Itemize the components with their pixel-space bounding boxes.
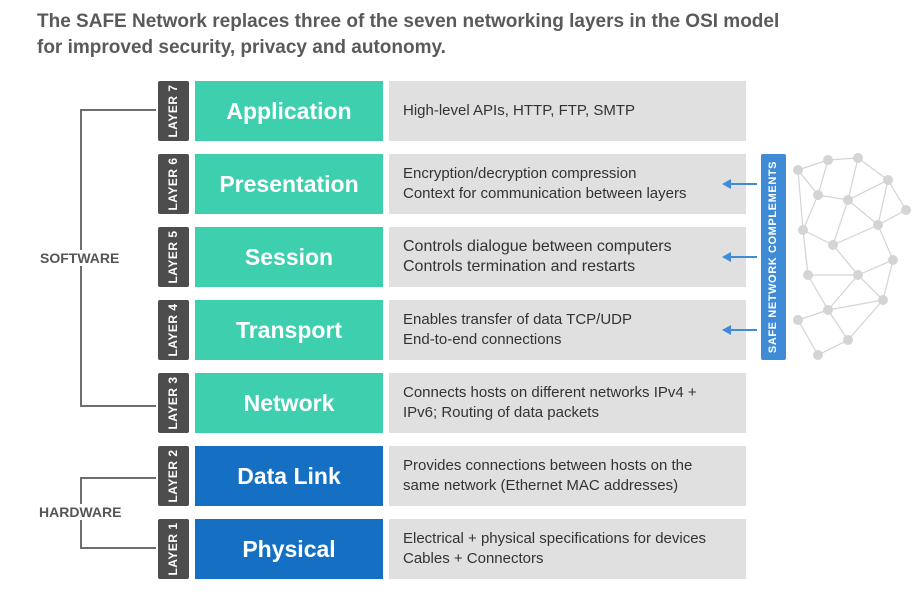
layer-number: LAYER 2 [166, 449, 180, 503]
layer-number: LAYER 1 [166, 522, 180, 576]
layer-tab: LAYER 1 [158, 519, 189, 579]
layer-description: Encryption/decryption compression Contex… [389, 154, 746, 214]
layer-number: LAYER 6 [166, 157, 180, 211]
description-line: Enables transfer of data TCP/UDP [403, 311, 632, 328]
arrow-left-icon [722, 179, 757, 189]
layer-tab: LAYER 4 [158, 300, 189, 360]
layer-name: Network [195, 373, 383, 433]
safe-network-complements-bar: SAFE NETWORK COMPLEMENTS [761, 154, 786, 360]
software-bracket-bottom-tick [80, 405, 156, 407]
layer-description: Connects hosts on different networks IPv… [389, 373, 746, 433]
layer-tab: LAYER 2 [158, 446, 189, 506]
layer-number: LAYER 3 [166, 376, 180, 430]
software-label: SOFTWARE [38, 250, 122, 266]
description-line: Encryption/decryption compression [403, 165, 637, 182]
arrow-left-icon [722, 325, 757, 335]
description-line: Controls termination and restarts [403, 258, 636, 275]
description-line: Context for communication between layers [403, 185, 687, 202]
description-line: Electrical + physical specifications for… [403, 530, 707, 547]
description-line: High-level APIs, HTTP, FTP, SMTP [403, 102, 636, 119]
description-line: Connects hosts on different networks IPv… [403, 384, 697, 401]
layer-tab: LAYER 6 [158, 154, 189, 214]
safe-network-label: SAFE NETWORK COMPLEMENTS [767, 160, 779, 354]
description-line: Provides connections between hosts on th… [403, 457, 693, 474]
diagram-title: The SAFE Network replaces three of the s… [37, 9, 837, 61]
hardware-bracket-top-tick [80, 477, 156, 479]
layer-tab: LAYER 5 [158, 227, 189, 287]
layer-name: Presentation [195, 154, 383, 214]
layer-name: Physical [195, 519, 383, 579]
layer-number: LAYER 7 [166, 84, 180, 138]
network-mesh-icon [793, 153, 911, 360]
layer-description: Controls dialogue between computers Cont… [389, 227, 746, 287]
software-bracket-top-tick [80, 109, 156, 111]
layer-description: Enables transfer of data TCP/UDP End-to-… [389, 300, 746, 360]
layer-name: Transport [195, 300, 383, 360]
hardware-bracket-bottom-tick [80, 547, 156, 549]
arrow-left-icon [722, 252, 757, 262]
description-line: IPv6; Routing of data packets [403, 404, 599, 421]
layer-tab: LAYER 7 [158, 81, 189, 141]
layer-number: LAYER 4 [166, 303, 180, 357]
layer-number: LAYER 5 [166, 230, 180, 284]
layer-name: Data Link [195, 446, 383, 506]
layer-description: Electrical + physical specifications for… [389, 519, 746, 579]
description-line: Cables + Connectors [403, 550, 544, 567]
title-line-2: for improved security, privacy and auton… [37, 37, 446, 58]
description-line: same network (Ethernet MAC addresses) [403, 477, 679, 494]
hardware-label: HARDWARE [37, 504, 124, 520]
layer-tab: LAYER 3 [158, 373, 189, 433]
layer-description: Provides connections between hosts on th… [389, 446, 746, 506]
description-line: Controls dialogue between computers [403, 238, 672, 255]
layer-name: Application [195, 81, 383, 141]
layer-name: Session [195, 227, 383, 287]
description-line: End-to-end connections [403, 331, 562, 348]
title-line-1: The SAFE Network replaces three of the s… [37, 11, 780, 32]
layer-description: High-level APIs, HTTP, FTP, SMTP [389, 81, 746, 141]
